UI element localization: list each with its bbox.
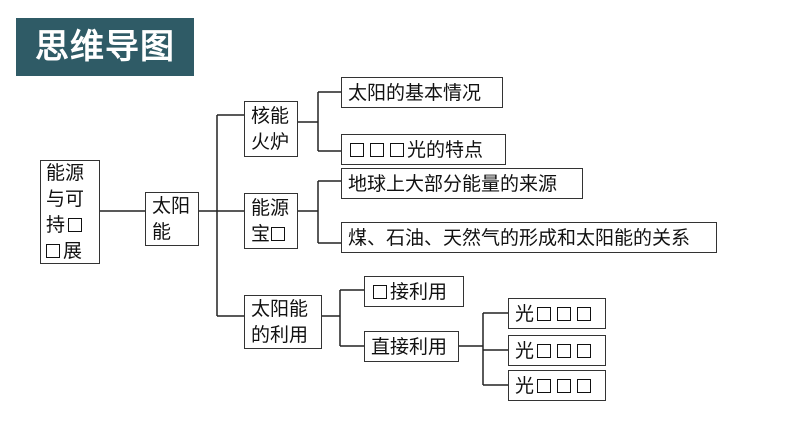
root-line4: 展 — [46, 238, 94, 264]
leaf-light-2-line: 光 — [515, 338, 599, 364]
sun-line1: 太阳 — [152, 195, 191, 217]
root-line3: 持 — [46, 212, 94, 238]
leaf-light-1-line: 光 — [515, 301, 599, 327]
leaf-light-3-line: 光 — [515, 373, 599, 399]
blank-box — [557, 378, 572, 393]
branch1-line1: 核能 — [251, 105, 290, 127]
item-fossil-relation: 煤、石油、天然气的形成和太阳能的关系 — [341, 222, 717, 253]
item-indirect-use-text: 接利用 — [390, 280, 448, 303]
branch3-line1: 太阳能 — [251, 298, 309, 320]
leaf-light-3-text: 光 — [515, 374, 535, 397]
leaf-light-1: 光 — [508, 298, 606, 329]
sun-line2: 能 — [152, 221, 172, 243]
item-indirect-use: 接利用 — [364, 276, 464, 307]
branch-solar-use: 太阳能 的利用 — [244, 295, 322, 349]
page-title: 思维导图 — [16, 18, 194, 76]
root-line4-text: 展 — [63, 240, 83, 262]
blank-box — [373, 284, 387, 299]
blank-box — [537, 343, 552, 358]
branch3-line2: 的利用 — [251, 324, 309, 346]
branch1-line2: 火炉 — [251, 131, 290, 153]
blank-box — [577, 343, 592, 358]
leaf-light-1-text: 光 — [515, 302, 535, 325]
item-light-features: 光的特点 — [341, 134, 506, 165]
root-line3-text: 持 — [46, 214, 66, 236]
sun-node: 太阳 能 — [145, 192, 199, 246]
blank-box — [557, 306, 572, 321]
item-direct-use-text: 直接利用 — [371, 335, 448, 358]
blank-box — [370, 142, 384, 157]
leaf-light-2-text: 光 — [515, 339, 535, 362]
blank-box — [577, 306, 592, 321]
item-direct-use: 直接利用 — [364, 331, 459, 362]
item-sun-basics-text: 太阳的基本情况 — [348, 81, 482, 104]
branch2-line1: 能源 — [251, 197, 290, 219]
blank-box — [577, 378, 592, 393]
leaf-light-2: 光 — [508, 335, 606, 366]
item-light-features-line: 光的特点 — [348, 137, 499, 163]
root-line1: 能源 — [46, 162, 85, 184]
root-node: 能源 与可 持 展 — [40, 160, 100, 264]
leaf-light-3: 光 — [508, 370, 606, 401]
blank-box — [537, 378, 552, 393]
blank-box — [557, 343, 572, 358]
item-indirect-use-line: 接利用 — [371, 279, 457, 305]
item-light-features-text: 光的特点 — [407, 138, 484, 161]
item-sun-basics: 太阳的基本情况 — [341, 77, 503, 108]
branch2-line2: 宝 — [251, 221, 291, 247]
blank-box — [537, 306, 552, 321]
branch-nuclear-furnace: 核能 火炉 — [244, 101, 298, 157]
item-energy-source-text: 地球上大部分能量的来源 — [348, 172, 558, 195]
branch-energy-treasure: 能源 宝 — [244, 193, 298, 249]
root-line2: 与可 — [46, 188, 85, 210]
blank-box — [390, 142, 404, 157]
blank-box — [350, 142, 364, 157]
blank-box — [271, 227, 286, 241]
item-fossil-relation-text: 煤、石油、天然气的形成和太阳能的关系 — [348, 226, 691, 249]
item-energy-source: 地球上大部分能量的来源 — [341, 168, 583, 199]
branch2-line2-text: 宝 — [251, 223, 271, 245]
blank-box — [46, 244, 60, 258]
blank-box — [68, 218, 83, 232]
